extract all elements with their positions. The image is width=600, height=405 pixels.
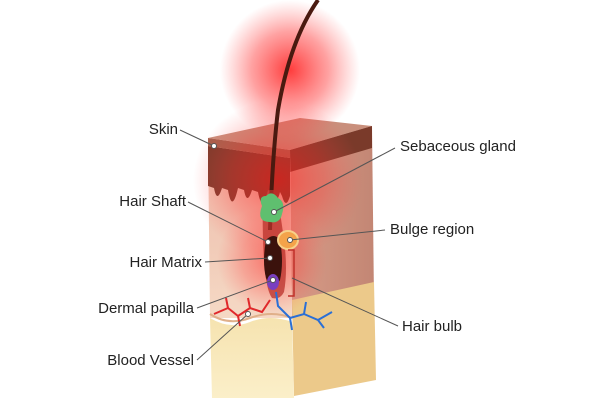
- leader-dots: [211, 143, 293, 317]
- sebaceous-gland: [260, 193, 284, 223]
- leader-hair-shaft: [187, 201, 269, 243]
- label-blood-vessel: Blood Vessel: [107, 352, 194, 369]
- fat-boundary: [209, 313, 293, 323]
- hair-bulb-bracket: [288, 249, 295, 297]
- label-bulge-region: Bulge region: [390, 221, 475, 238]
- artery-vessel: [213, 297, 271, 327]
- dot-hair-shaft: [265, 239, 271, 245]
- leader-skin: [179, 129, 215, 147]
- leader-blood-vessel: [196, 313, 249, 361]
- dot-hair-matrix: [267, 255, 273, 261]
- label-sebaceous-gland: Sebaceous gland: [400, 138, 516, 155]
- vein-vessel: [275, 291, 333, 331]
- dot-bulge-region: [287, 237, 293, 243]
- label-hair-matrix: Hair Matrix: [129, 254, 202, 271]
- label-hair-bulb: Hair bulb: [402, 318, 463, 335]
- label-hair-shaft: Hair Shaft: [119, 193, 186, 210]
- leader-bulge-region: [289, 229, 386, 241]
- hair-bulb: [264, 236, 282, 286]
- dot-sebaceous-gland: [271, 209, 277, 215]
- leader-hair-matrix: [204, 257, 271, 263]
- skin-right-fat: [292, 282, 376, 396]
- label-dermal-papilla: Dermal papilla: [98, 300, 194, 317]
- leader-sebaceous-gland: [273, 147, 396, 213]
- dot-dermal-papilla: [270, 277, 276, 283]
- leader-dermal-papilla: [196, 279, 274, 309]
- hair-shaft: [268, 0, 320, 231]
- dot-blood-vessel: [245, 311, 251, 317]
- leader-lines: [179, 129, 399, 361]
- subcutaneous-fat: [210, 318, 294, 398]
- label-skin: Skin: [148, 121, 178, 138]
- dot-skin: [211, 143, 217, 149]
- leader-hair-bulb: [291, 277, 399, 327]
